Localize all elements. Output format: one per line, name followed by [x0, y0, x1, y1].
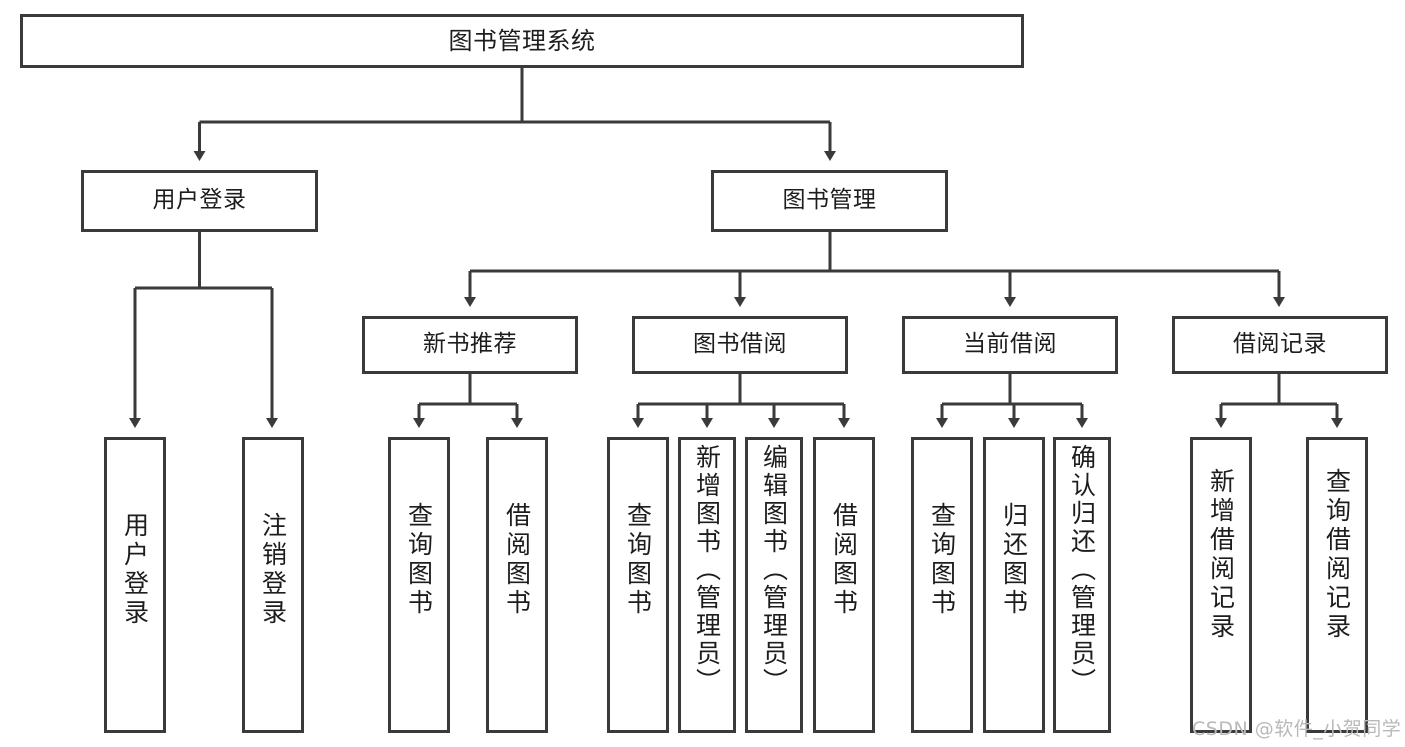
node-leaf-confirm-return[interactable]: 确认归还（管理员）: [1053, 437, 1111, 733]
node-leaf-add-book[interactable]: 新增图书（管理员）: [678, 437, 736, 733]
node-leaf-confirm-return-label: 确认归还（管理员）: [1067, 444, 1097, 696]
node-borrow-record[interactable]: 借阅记录: [1172, 316, 1388, 374]
node-user-login[interactable]: 用户登录: [81, 170, 318, 232]
node-leaf-query-record[interactable]: 查询借阅记录: [1306, 437, 1368, 733]
node-leaf-user-logout-label: 注销登录: [258, 512, 288, 628]
watermark-text: CSDN @软件_小贺同学: [1192, 718, 1402, 740]
node-leaf-query-book-3-label: 查询图书: [927, 502, 957, 618]
node-leaf-query-book-3[interactable]: 查询图书: [911, 437, 973, 733]
node-leaf-add-record[interactable]: 新增借阅记录: [1190, 437, 1252, 733]
node-new-book-rec[interactable]: 新书推荐: [362, 316, 578, 374]
node-book-borrow[interactable]: 图书借阅: [632, 316, 848, 374]
node-leaf-return-book[interactable]: 归还图书: [983, 437, 1045, 733]
node-leaf-add-record-label: 新增借阅记录: [1206, 468, 1236, 642]
node-borrow-record-label: 借阅记录: [1233, 331, 1327, 358]
node-leaf-user-login[interactable]: 用户登录: [104, 437, 166, 733]
node-leaf-return-book-label: 归还图书: [999, 502, 1029, 618]
node-book-manage[interactable]: 图书管理: [711, 170, 948, 232]
node-new-book-rec-label: 新书推荐: [423, 331, 517, 358]
node-leaf-borrow-book-2-label: 借阅图书: [829, 502, 859, 618]
node-leaf-edit-book[interactable]: 编辑图书（管理员）: [745, 437, 803, 733]
node-leaf-query-book-2-label: 查询图书: [623, 502, 653, 618]
node-leaf-borrow-book-1-label: 借阅图书: [502, 502, 532, 618]
node-current-borrow-label: 当前借阅: [963, 331, 1057, 358]
node-leaf-query-book-1[interactable]: 查询图书: [388, 437, 450, 733]
node-book-manage-label: 图书管理: [782, 187, 877, 214]
node-leaf-edit-book-label: 编辑图书（管理员）: [759, 444, 789, 696]
node-leaf-user-login-label: 用户登录: [120, 512, 150, 628]
node-leaf-borrow-book-1[interactable]: 借阅图书: [486, 437, 548, 733]
node-leaf-user-logout[interactable]: 注销登录: [242, 437, 304, 733]
node-leaf-query-book-2[interactable]: 查询图书: [607, 437, 669, 733]
node-leaf-borrow-book-2[interactable]: 借阅图书: [813, 437, 875, 733]
node-leaf-query-book-1-label: 查询图书: [404, 502, 434, 618]
node-leaf-query-record-label: 查询借阅记录: [1322, 468, 1352, 642]
node-book-borrow-label: 图书借阅: [693, 331, 787, 358]
node-leaf-add-book-label: 新增图书（管理员）: [692, 444, 722, 696]
node-root[interactable]: 图书管理系统: [20, 14, 1024, 68]
node-root-label: 图书管理系统: [448, 26, 596, 55]
node-current-borrow[interactable]: 当前借阅: [902, 316, 1118, 374]
node-user-login-label: 用户登录: [152, 187, 247, 214]
